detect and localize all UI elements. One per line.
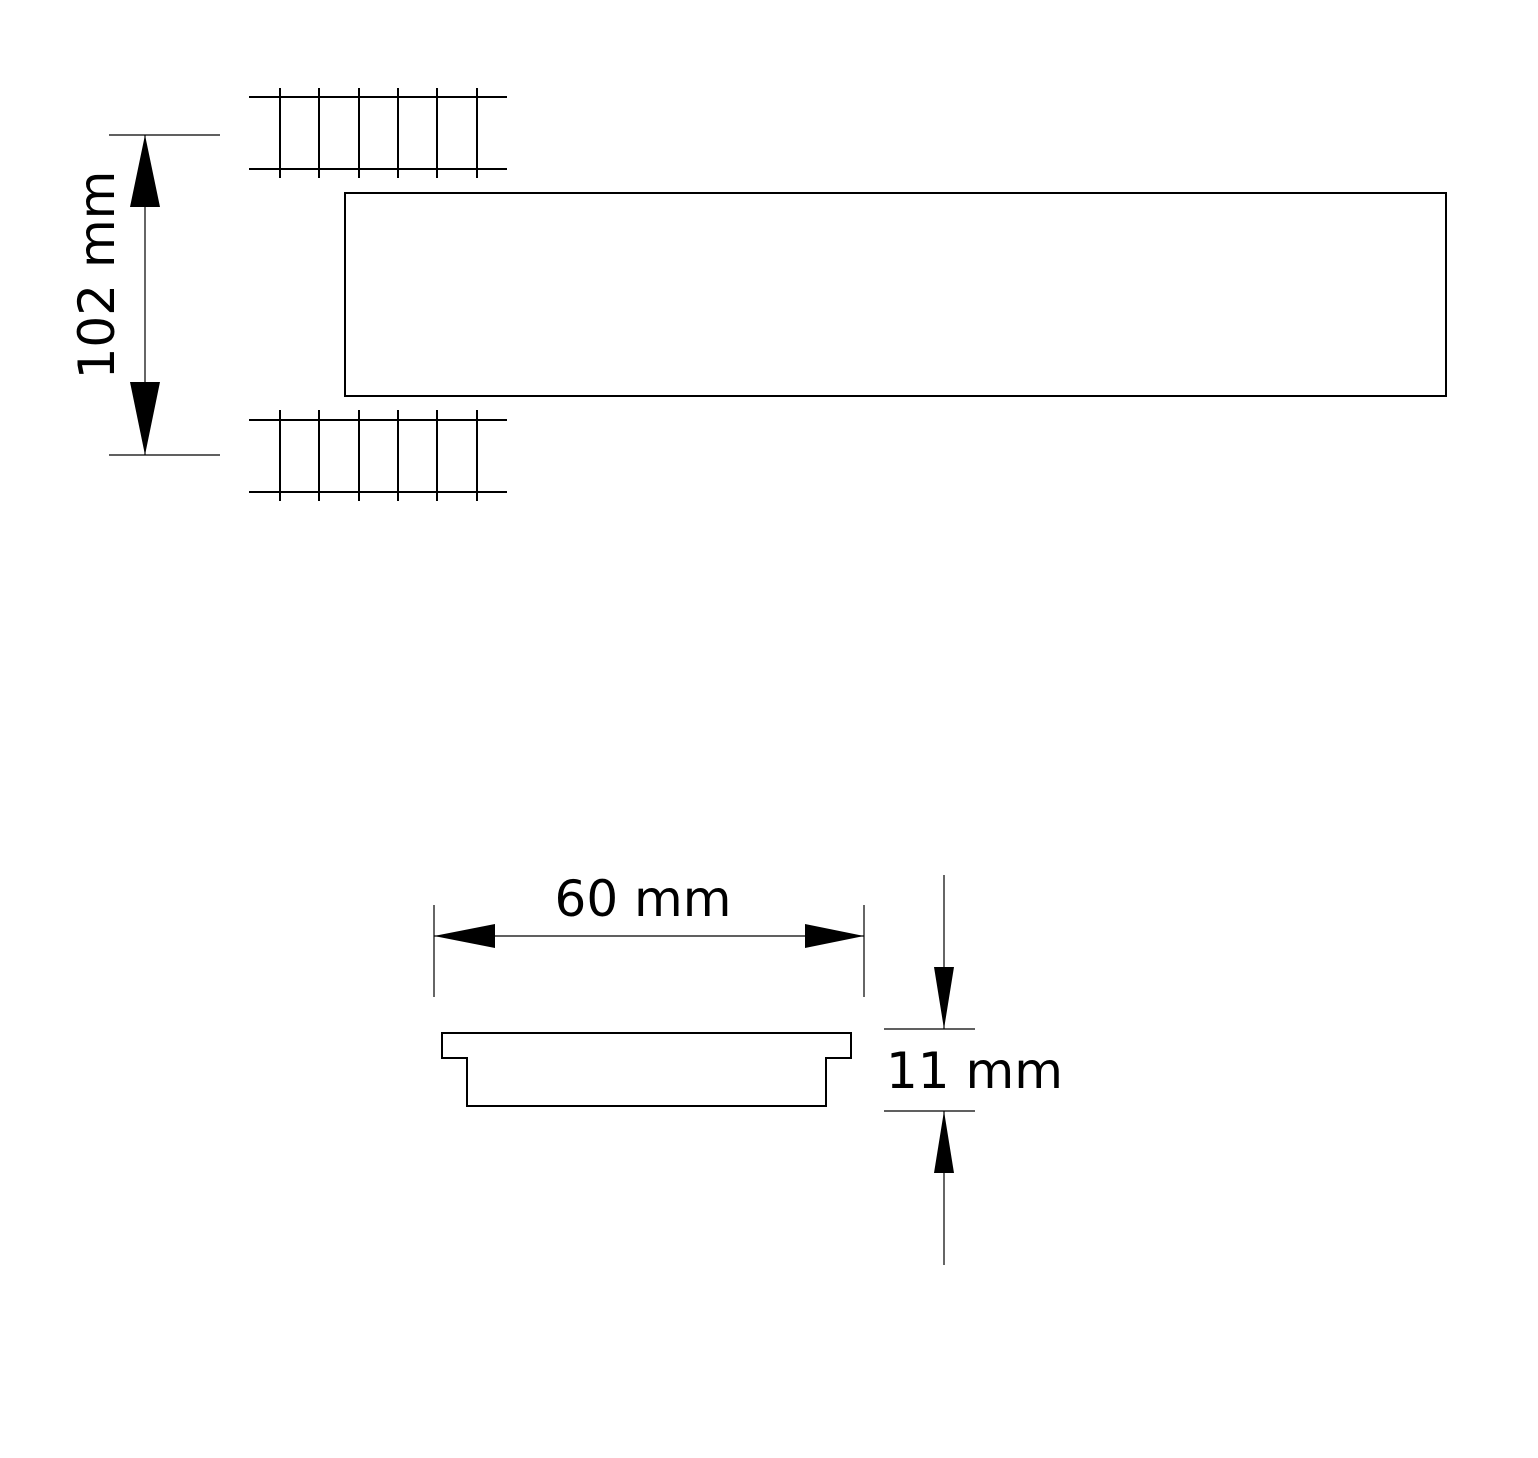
thickness-label: 11 mm <box>886 1042 1063 1100</box>
arrow-down-icon <box>130 382 160 455</box>
arrow-up-icon <box>130 135 160 207</box>
width-label: 102 mm <box>68 171 126 380</box>
board-top-view <box>344 192 1447 397</box>
length-label: 60 mm <box>555 870 732 928</box>
width-dimension: 102 mm <box>68 134 220 456</box>
board-profile <box>441 1032 852 1107</box>
top-hatch-joists <box>249 88 507 178</box>
length-dimension: 60 mm <box>433 870 865 997</box>
arrow-left-icon <box>434 924 495 948</box>
thickness-dimension: 11 mm <box>884 875 1063 1265</box>
bottom-hatch-joists <box>249 410 507 501</box>
arrow-down-icon <box>934 967 954 1029</box>
arrow-right-icon <box>805 924 864 948</box>
arrow-up-icon <box>934 1111 954 1173</box>
